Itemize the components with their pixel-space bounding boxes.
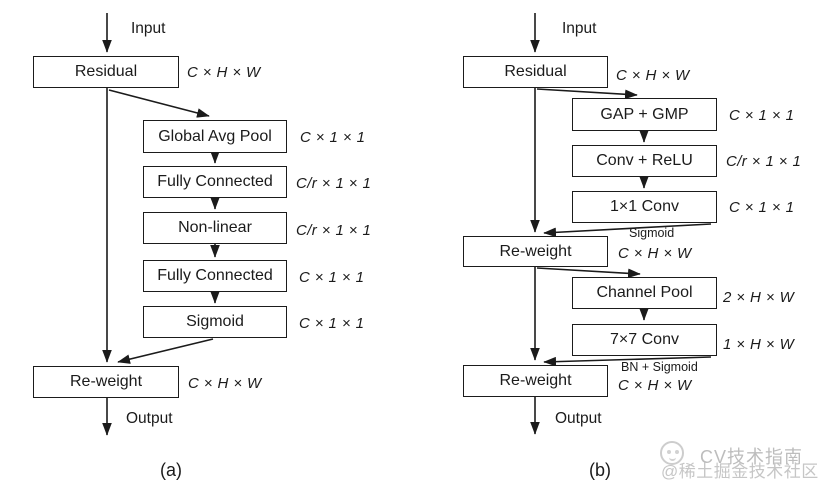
node-fully-connected-1-a-label: Fully Connected <box>157 173 273 190</box>
arrow-a-sigmoid-to-reweight <box>117 338 214 364</box>
dim-nonlinear-a: C/r × 1 × 1 <box>296 222 372 239</box>
node-channel-pool-b-label: Channel Pool <box>596 284 693 301</box>
node-sigmoid-a: Sigmoid <box>143 306 287 338</box>
node-gap-gmp-b: GAP + GMP <box>572 98 717 131</box>
node-global-avg-pool-a: Global Avg Pool <box>143 120 287 153</box>
dim-reweight1-b: C × H × W <box>618 245 692 262</box>
node-fully-connected-2-a-label: Fully Connected <box>157 267 273 284</box>
node-conv-relu-b: Conv + ReLU <box>572 145 717 177</box>
dim-gap-gmp-b: C × 1 × 1 <box>729 107 795 124</box>
node-nonlinear-a: Non-linear <box>143 212 287 244</box>
arrow-b-reweight1-to-channelpool <box>536 267 641 279</box>
dim-residual-a: C × H × W <box>187 64 261 81</box>
node-residual-a: Residual <box>33 56 179 88</box>
output-label-a: Output <box>126 410 173 427</box>
node-nonlinear-a-label: Non-linear <box>178 219 252 236</box>
dim-sigmoid-a: C × 1 × 1 <box>299 315 365 332</box>
node-channel-pool-b: Channel Pool <box>572 277 717 309</box>
dim-conv-relu-b: C/r × 1 × 1 <box>726 153 802 170</box>
node-reweight-a-label: Re-weight <box>69 373 143 390</box>
dim-conv1x1-b: C × 1 × 1 <box>729 199 795 216</box>
dim-reweight-a: C × H × W <box>188 375 262 392</box>
node-global-avg-pool-a-label: Global Avg Pool <box>158 127 272 145</box>
dim-global-avg-pool-a: C × 1 × 1 <box>300 129 366 146</box>
node-fully-connected-2-a: Fully Connected <box>143 260 287 292</box>
caption-a: (a) <box>160 460 182 480</box>
node-reweight1-b-label: Re-weight <box>499 242 572 260</box>
arrow-b-residual-to-gapgmp <box>536 88 638 100</box>
note-bn-sigmoid-b: BN + Sigmoid <box>621 360 698 374</box>
node-residual-b: Residual <box>463 56 608 88</box>
dim-conv7x7-b: 1 × H × W <box>723 336 795 353</box>
node-conv1x1-b-label: 1×1 Conv <box>610 198 679 215</box>
node-conv7x7-b: 7×7 Conv <box>572 324 717 356</box>
node-reweight2-b-label: Re-weight <box>499 372 572 389</box>
node-reweight1-b: Re-weight <box>463 236 608 267</box>
arrow-b-conv1x1-to-reweight1 <box>543 223 712 238</box>
dim-reweight2-b: C × H × W <box>618 377 692 394</box>
input-label-b: Input <box>562 20 597 37</box>
node-gap-gmp-b-label: GAP + GMP <box>600 105 689 123</box>
output-label-b: Output <box>555 410 602 427</box>
watermark-avatar-icon <box>660 441 684 465</box>
node-conv-relu-b-label: Conv + ReLU <box>596 152 693 169</box>
arrow-a-residual-to-gap <box>108 89 210 118</box>
node-reweight-a: Re-weight <box>33 366 179 398</box>
node-residual-a-label: Residual <box>74 63 138 80</box>
node-reweight2-b: Re-weight <box>463 365 608 397</box>
input-label-a: Input <box>131 20 166 37</box>
dim-fully-connected-1-a: C/r × 1 × 1 <box>296 175 372 192</box>
note-sigmoid-b: Sigmoid <box>629 226 675 240</box>
caption-b: (b) <box>589 460 611 480</box>
node-sigmoid-a-label: Sigmoid <box>186 313 244 330</box>
dim-residual-b: C × H × W <box>616 67 690 84</box>
node-fully-connected-1-a: Fully Connected <box>143 166 287 198</box>
dim-fully-connected-2-a: C × 1 × 1 <box>299 269 365 286</box>
node-conv1x1-b: 1×1 Conv <box>572 191 717 223</box>
arrow-b-conv7x7-to-reweight2 <box>543 356 712 367</box>
dim-channel-pool-b: 2 × H × W <box>723 289 795 306</box>
node-conv7x7-b-label: 7×7 Conv <box>610 331 679 348</box>
watermark-line2: @稀土掘金技术社区 <box>661 462 819 481</box>
watermark-line1: CV技术指南 <box>700 447 804 467</box>
node-residual-b-label: Residual <box>504 63 567 80</box>
